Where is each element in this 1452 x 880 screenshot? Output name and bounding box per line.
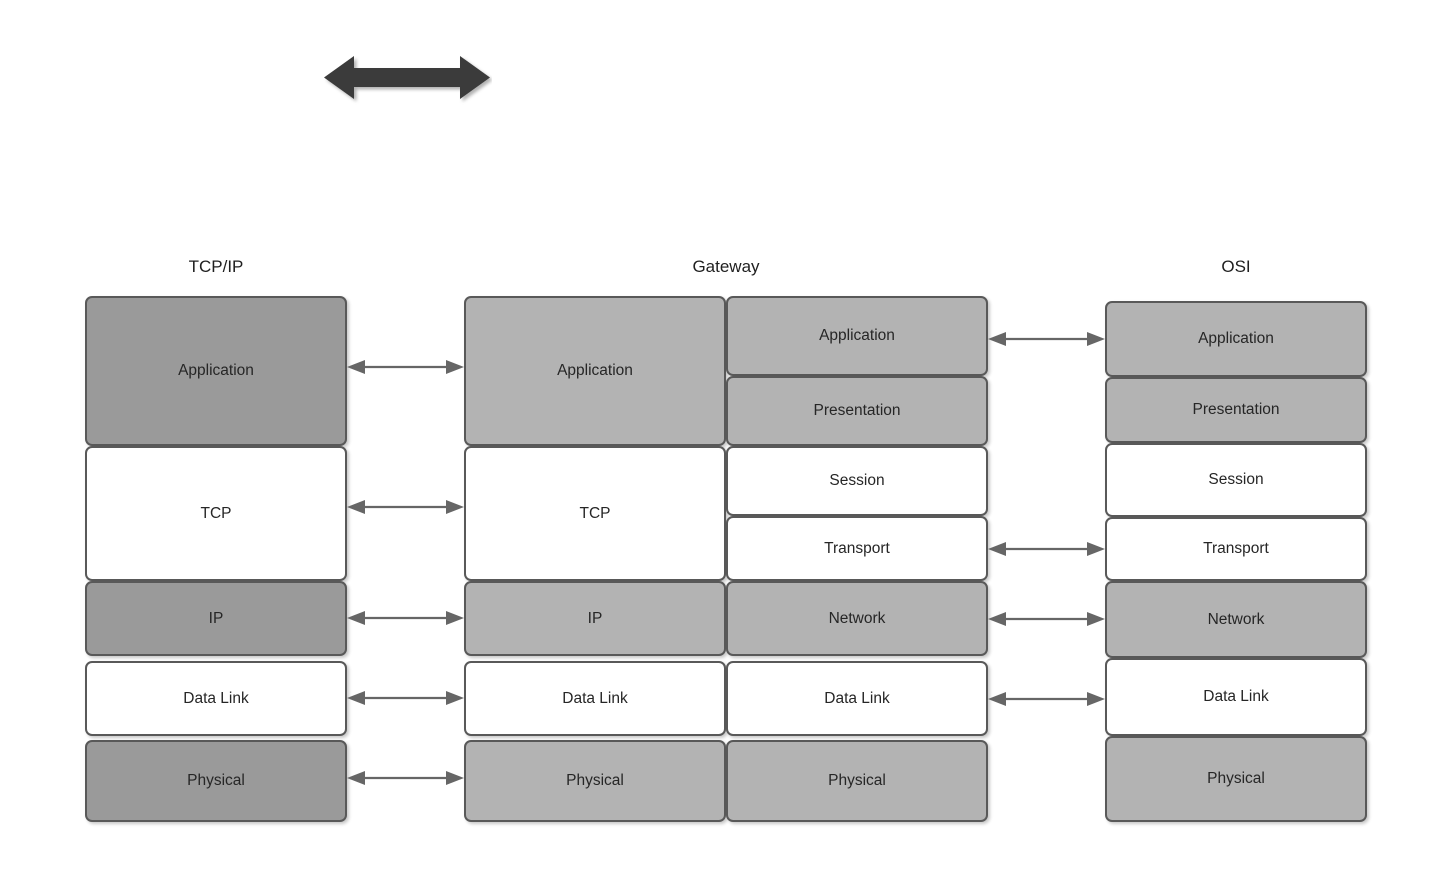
osi-layer-session: Session [1105, 443, 1367, 517]
gateway-left-layer-physical: Physical [464, 740, 726, 822]
connector-gateway-osi-application [986, 327, 1107, 351]
column-header-osi: OSI [1221, 257, 1251, 276]
gateway-left-layer-data-link: Data Link [464, 661, 726, 736]
connector-gateway-osi-transport [986, 537, 1107, 561]
bidirectional-communication-arrow-icon [322, 50, 492, 105]
tcpip-layer-data-link: Data Link [85, 661, 347, 736]
gateway-left-layer-ip: IP [464, 581, 726, 656]
gateway-left-layer-application: Application [464, 296, 726, 446]
connector-tcpip-gateway-application [345, 355, 466, 379]
osi-layer-presentation: Presentation [1105, 377, 1367, 443]
osi-layer-transport: Transport [1105, 517, 1367, 581]
column-header-tcpip: TCP/IP [188, 257, 244, 276]
tcpip-layer-application: Application [85, 296, 347, 446]
connector-tcpip-gateway-physical [345, 766, 466, 790]
gateway-right-layer-application: Application [726, 296, 988, 376]
osi-layer-application: Application [1105, 301, 1367, 377]
tcpip-layer-tcp: TCP [85, 446, 347, 581]
osi-layer-physical: Physical [1105, 736, 1367, 822]
gateway-right-layer-presentation: Presentation [726, 376, 988, 446]
column-header-gateway: Gateway [692, 257, 760, 276]
osi-layer-network: Network [1105, 581, 1367, 658]
connector-gateway-osi-data-link [986, 687, 1107, 711]
osi-layer-data-link: Data Link [1105, 658, 1367, 736]
connector-tcpip-gateway-ip [345, 606, 466, 630]
gateway-left-layer-tcp: TCP [464, 446, 726, 581]
tcpip-layer-physical: Physical [85, 740, 347, 822]
gateway-right-layer-transport: Transport [726, 516, 988, 581]
tcpip-layer-ip: IP [85, 581, 347, 656]
gateway-right-layer-data-link: Data Link [726, 661, 988, 736]
gateway-right-layer-network: Network [726, 581, 988, 656]
connector-tcpip-gateway-tcp [345, 495, 466, 519]
gateway-right-layer-session: Session [726, 446, 988, 516]
connector-tcpip-gateway-data-link [345, 686, 466, 710]
gateway-right-layer-physical: Physical [726, 740, 988, 822]
connector-gateway-osi-network [986, 607, 1107, 631]
